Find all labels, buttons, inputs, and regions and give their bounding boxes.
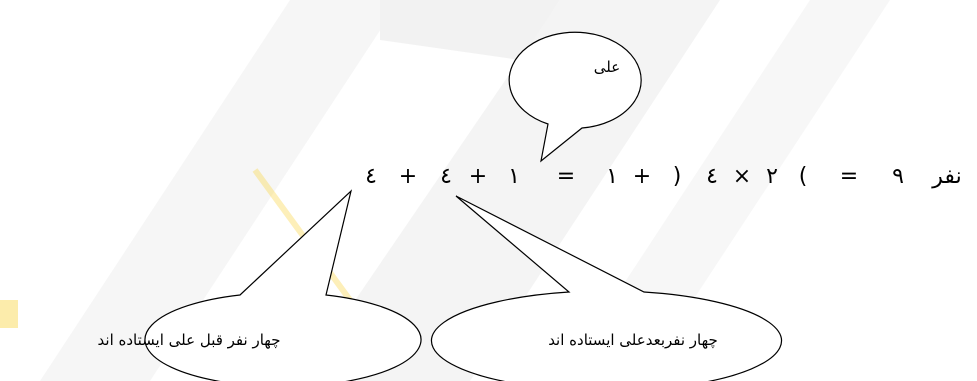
equation-equals-2: =	[557, 164, 575, 189]
watermark-yellow-mark	[0, 300, 18, 328]
equation-unit-word: نفر	[931, 164, 961, 189]
equation-equals-1: =	[840, 164, 858, 189]
ali-label: علی	[594, 58, 620, 76]
equation-total: ٩	[892, 164, 904, 189]
equation-plus-3: +	[399, 164, 417, 189]
equation-plus-2: +	[469, 164, 487, 189]
equation-one-b: ١	[508, 164, 520, 189]
equation-paren-open: (	[799, 164, 808, 189]
equation-paren-close: )	[673, 164, 682, 189]
equation-factor-a: ٢	[766, 164, 778, 189]
equation-one-a: ١	[606, 164, 618, 189]
before-ali-label: چهار نفر قبل علی ایستاده اند	[98, 331, 281, 349]
equation-times-sign: ×	[733, 164, 751, 189]
equation-plus-1: +	[633, 164, 651, 189]
equation-four-a: ٤	[440, 164, 452, 189]
equation-four-b: ٤	[365, 164, 377, 189]
equation-factor-b: ٤	[706, 164, 718, 189]
after-ali-label: چهار نفربعدعلی ایستاده اند	[548, 331, 718, 349]
